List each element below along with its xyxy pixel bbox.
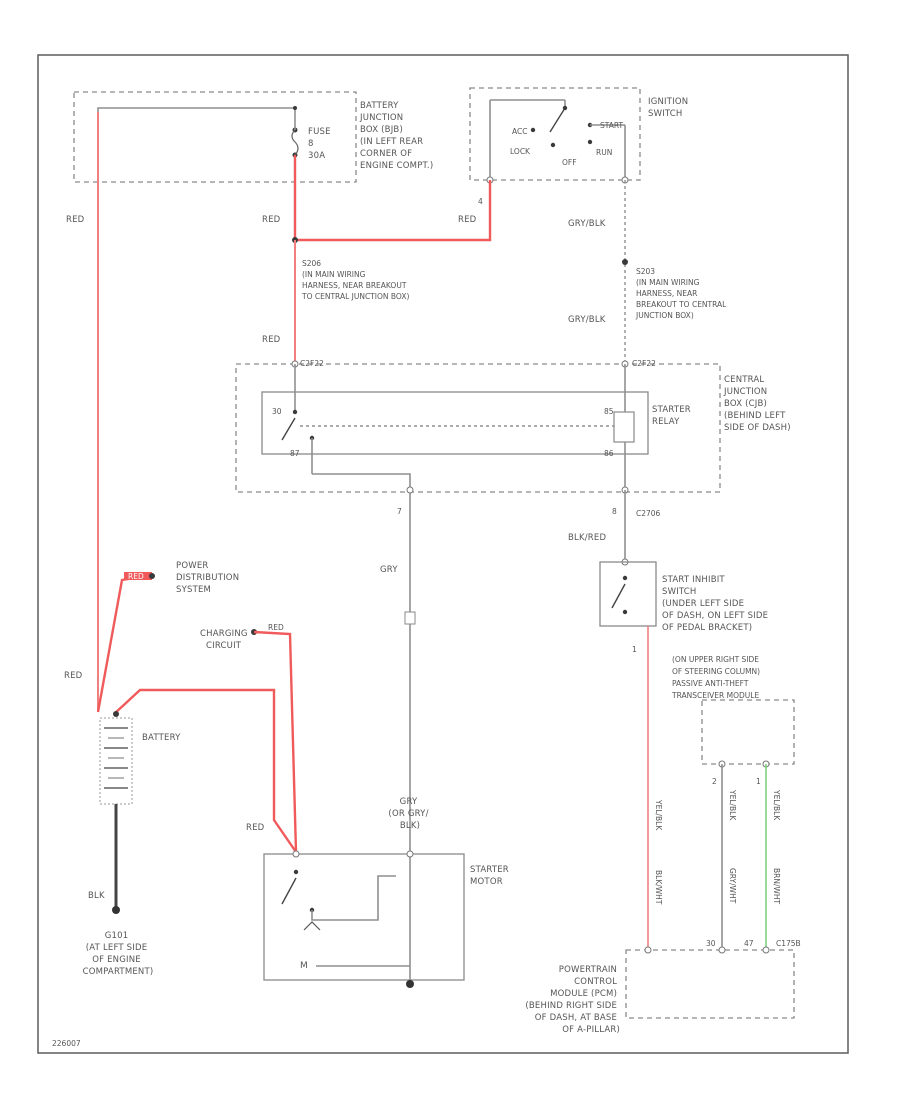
wire-label-pcm-a2: BLK/WHT (654, 870, 663, 905)
pcm-connector: C175B (776, 939, 801, 948)
connector-c2706: C2706 (636, 509, 661, 518)
pats-pin-1: 1 (756, 777, 761, 786)
cjb-pin-7: 7 (397, 507, 402, 516)
wire-tag-chg: RED (268, 623, 284, 632)
wire-label-pcm-b: YEL/BLK (728, 789, 737, 821)
bjb-bus-bar (97, 107, 296, 130)
splice-s203-dot (622, 259, 628, 265)
wire-tag-pwr: RED (128, 572, 144, 581)
wire-label-red-starter: RED (246, 823, 265, 833)
wire-label-red-batt: RED (64, 671, 83, 681)
wire-label-red-ign: RED (458, 215, 477, 225)
ignition-switch-contacts (489, 99, 626, 180)
wire-label-gry-blk-mid: GRY/BLK (568, 315, 606, 325)
battery-symbol (99, 711, 133, 805)
red-wire-battery-to-starter (113, 688, 297, 853)
pats-module (701, 699, 795, 765)
start-inhibit-pin-1: 1 (632, 645, 637, 654)
cjb-connector-left: C2F22 (300, 359, 324, 368)
wire-label-blk-red: BLK/RED (568, 533, 606, 543)
ground-point (112, 906, 120, 914)
red-wire-charging (253, 630, 298, 853)
bjb-label: BATTERY JUNCTION BOX (BJB) (IN LEFT REAR… (359, 101, 433, 171)
battery-junction-box (73, 91, 357, 183)
start-inhibit-switch (599, 561, 657, 627)
starter-motor-internals: M (281, 850, 414, 988)
ign-pos-off: OFF (562, 158, 577, 167)
ignition-switch-label: IGNITION SWITCH (648, 97, 691, 119)
start-inhibit-contacts (611, 575, 628, 615)
cjb-pin-8: 8 (612, 507, 617, 516)
pwr-tag-marker (124, 572, 152, 580)
cjb-label: CENTRAL JUNCTION BOX (CJB) (BEHIND LEFT … (723, 375, 791, 433)
ign-pin-4: 4 (478, 197, 483, 206)
battery-label: BATTERY (142, 733, 181, 743)
pcm-pin-30: 30 (706, 939, 716, 948)
start-inhibit-label: START INHIBIT SWITCH (UNDER LEFT SIDE OF… (662, 575, 771, 633)
relay-pin-87: 87 (290, 449, 300, 458)
diagram-border (37, 54, 849, 1054)
cjb-connector-right: C2F22 (632, 359, 656, 368)
wire-label-pcm-a: YEL/BLK (654, 799, 663, 831)
red-wire-fuse-to-ignition (293, 155, 492, 242)
diagram-id: 226007 (52, 1039, 81, 1048)
wire-label-gry-blk-top: GRY/BLK (568, 219, 606, 229)
wire-label-pcm-c: YEL/BLK (772, 789, 781, 821)
ign-pos-start: START (600, 121, 624, 130)
inline-connector (404, 611, 416, 625)
powertrain-control-module (625, 949, 795, 1019)
wire-label-red-mid: RED (262, 215, 281, 225)
pats-pin-2: 2 (712, 777, 717, 786)
relay-pin-86: 86 (604, 449, 614, 458)
ground-label: G101 (AT LEFT SIDE OF ENGINE COMPARTMENT… (83, 931, 154, 977)
starter-motor (263, 853, 465, 981)
starter-feed-label: GRY (OR GRY/ BLK) (388, 797, 431, 831)
ign-pos-run: RUN (596, 148, 612, 157)
pcm-label: POWERTRAIN CONTROL MODULE (PCM) (BEHIND … (525, 965, 620, 1035)
wire-label-red-left: RED (66, 215, 85, 225)
starter-motor-label: STARTER MOTOR (470, 865, 512, 887)
wire-label-gry: GRY (380, 565, 398, 575)
pcm-pin-47: 47 (744, 939, 754, 948)
splice-s206-label: S206 (IN MAIN WIRING HARNESS, NEAR BREAK… (301, 259, 409, 301)
wire-label-blk: BLK (88, 891, 105, 901)
power-distribution-label: POWER DISTRIBUTION SYSTEM (176, 561, 242, 595)
splice-s203-label: S203 (IN MAIN WIRING HARNESS, NEAR BREAK… (635, 267, 729, 320)
svg-text:M: M (300, 961, 308, 971)
fuse-label: FUSE 8 30A (308, 127, 334, 161)
fuse-8 (291, 127, 299, 158)
pats-label: (ON UPPER RIGHT SIDE OF STEERING COLUMN)… (671, 655, 762, 700)
charging-circuit-label: CHARGING CIRCUIT (200, 629, 251, 651)
relay-pin-85: 85 (604, 407, 614, 416)
starter-relay-label: STARTER RELAY (652, 405, 694, 427)
relay-pin-30: 30 (272, 407, 282, 416)
starter-relay-internals (281, 364, 635, 490)
wire-label-pcm-c2: BRN/WHT (772, 868, 781, 905)
ignition-switch-box (469, 87, 641, 181)
wire-label-pcm-b2: GRY/WHT (728, 868, 737, 904)
wire-label-red-cjb: RED (262, 335, 281, 345)
gry-wire-relay-to-starter (312, 473, 411, 858)
ign-pos-lock: LOCK (510, 147, 531, 156)
starter-relay (261, 391, 649, 455)
ign-pos-acc: ACC (512, 127, 527, 136)
